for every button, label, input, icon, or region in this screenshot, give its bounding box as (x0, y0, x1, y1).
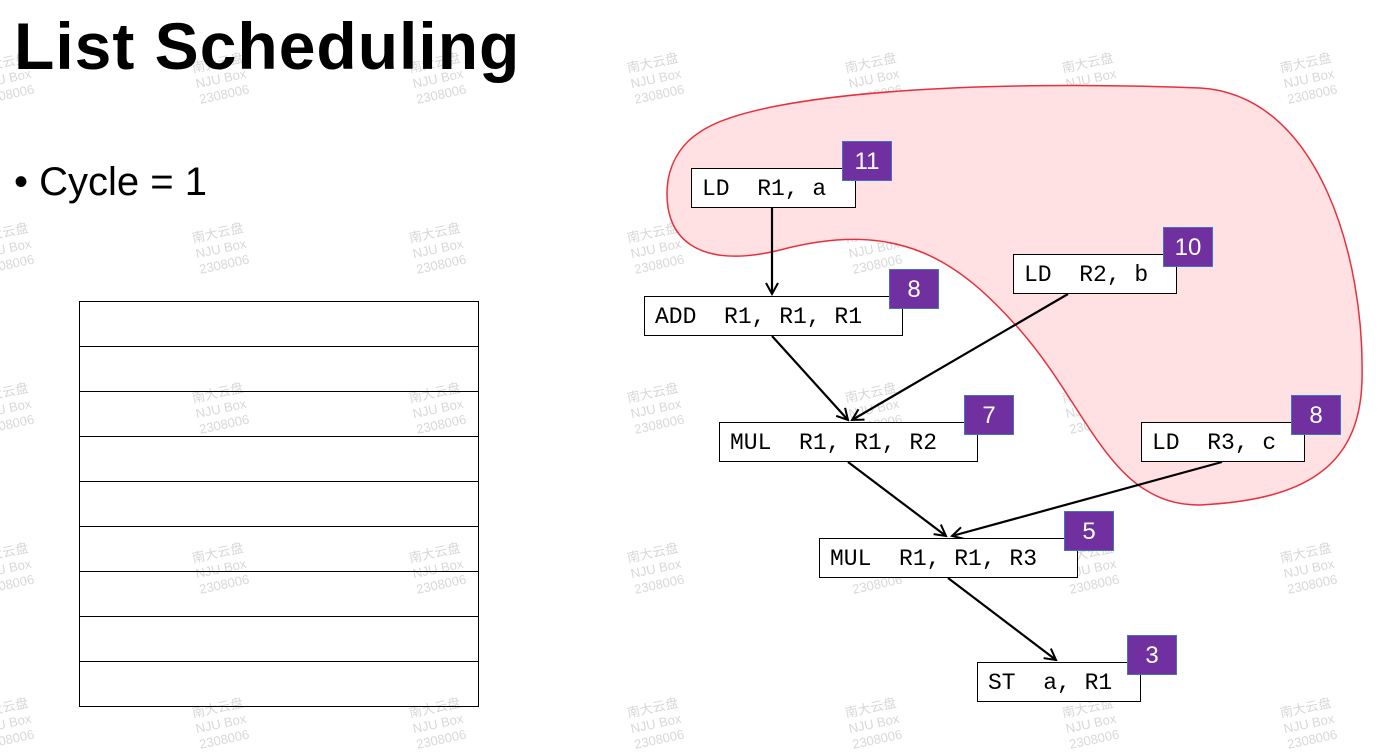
schedule-row (79, 481, 479, 527)
page-title: List Scheduling (14, 9, 521, 83)
priority-badge: 8 (1291, 395, 1341, 435)
schedule-table (79, 301, 479, 707)
dependency-edge (771, 335, 848, 420)
schedule-cell (79, 571, 479, 617)
priority-badge: 7 (964, 395, 1014, 435)
dependency-edge (952, 460, 1223, 536)
priority-badge: 11 (842, 141, 892, 181)
priority-badge: 5 (1064, 511, 1114, 551)
cycle-text: Cycle = 1 (39, 160, 207, 204)
schedule-cell (79, 481, 479, 527)
dag-diagram (666, 84, 1363, 724)
priority-badge: 8 (889, 269, 939, 309)
schedule-row (79, 301, 479, 347)
schedule-cell (79, 301, 479, 347)
schedule-cell (79, 661, 479, 707)
priority-badge: 10 (1163, 227, 1213, 267)
schedule-row (79, 661, 479, 707)
instruction-node: LD R1, a (691, 168, 856, 208)
instruction-node: ST a, R1 (977, 662, 1141, 702)
priority-badge: 3 (1127, 635, 1177, 675)
dependency-edge (947, 577, 1056, 660)
cycle-bullet: • Cycle = 1 (14, 160, 207, 204)
schedule-row (79, 571, 479, 617)
schedule-row (79, 391, 479, 437)
dependency-edge (847, 461, 946, 536)
instruction-node: MUL R1, R1, R3 (819, 538, 1078, 578)
instruction-node: LD R3, c (1141, 422, 1305, 462)
schedule-cell (79, 391, 479, 437)
instruction-node: LD R2, b (1013, 254, 1177, 294)
instruction-node: MUL R1, R1, R2 (719, 422, 978, 462)
dependency-edge (852, 293, 1069, 420)
instruction-node: ADD R1, R1, R1 (644, 296, 903, 336)
